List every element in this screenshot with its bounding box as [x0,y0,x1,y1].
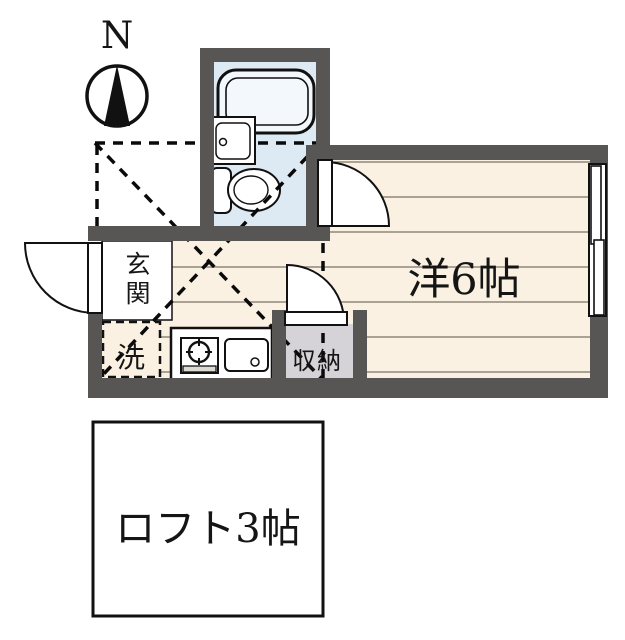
north-label: N [100,14,134,57]
main-room-floor [102,160,590,378]
entrance-label: 玄関 [122,251,151,309]
north-arrow-icon [85,64,149,128]
laundry-label: 洗 [116,341,145,374]
western-room-label: 洋6帖 [407,255,521,305]
drain-icon [250,357,260,367]
loft-label: ロフト3帖 [115,506,301,552]
closet-label: 収納 [292,347,342,375]
kitchen-sink-icon [224,338,269,372]
bathroom-door-swing-icon [317,159,391,227]
entrance-area [101,240,173,321]
kitchen-counter [169,326,274,382]
closet-door-swing-icon [284,263,348,326]
laundry-area [101,320,162,379]
window-icon [588,163,607,317]
entrance-door-swing-icon [23,242,103,315]
loft-box [91,420,325,618]
toilet-icon [210,167,281,214]
stove-burner-icon [186,339,212,365]
washbasin-icon [210,116,256,165]
